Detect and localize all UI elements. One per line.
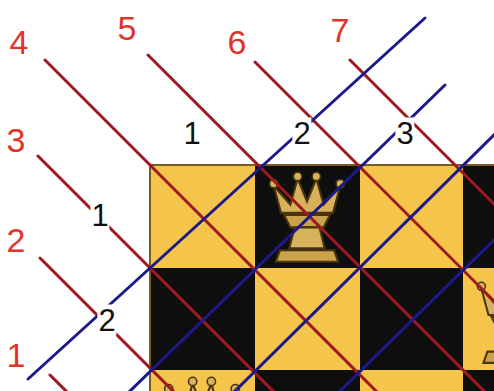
blue-diagonals <box>28 18 494 391</box>
column-number: 3 <box>395 118 414 149</box>
diagonal-number: 2 <box>6 223 27 257</box>
diagonal-number: 7 <box>330 13 351 47</box>
column-number: 1 <box>182 118 201 149</box>
diagonal-number: 4 <box>9 25 30 59</box>
red-diagonals <box>38 55 494 391</box>
column-number: 2 <box>292 118 311 149</box>
row-number: 1 <box>90 200 109 231</box>
diagonal-number: 6 <box>227 25 248 59</box>
diagonal-number: 1 <box>6 338 27 372</box>
row-number: 2 <box>97 305 116 336</box>
diagonal-number: 3 <box>6 123 27 157</box>
diagonal-number: 5 <box>117 11 138 45</box>
